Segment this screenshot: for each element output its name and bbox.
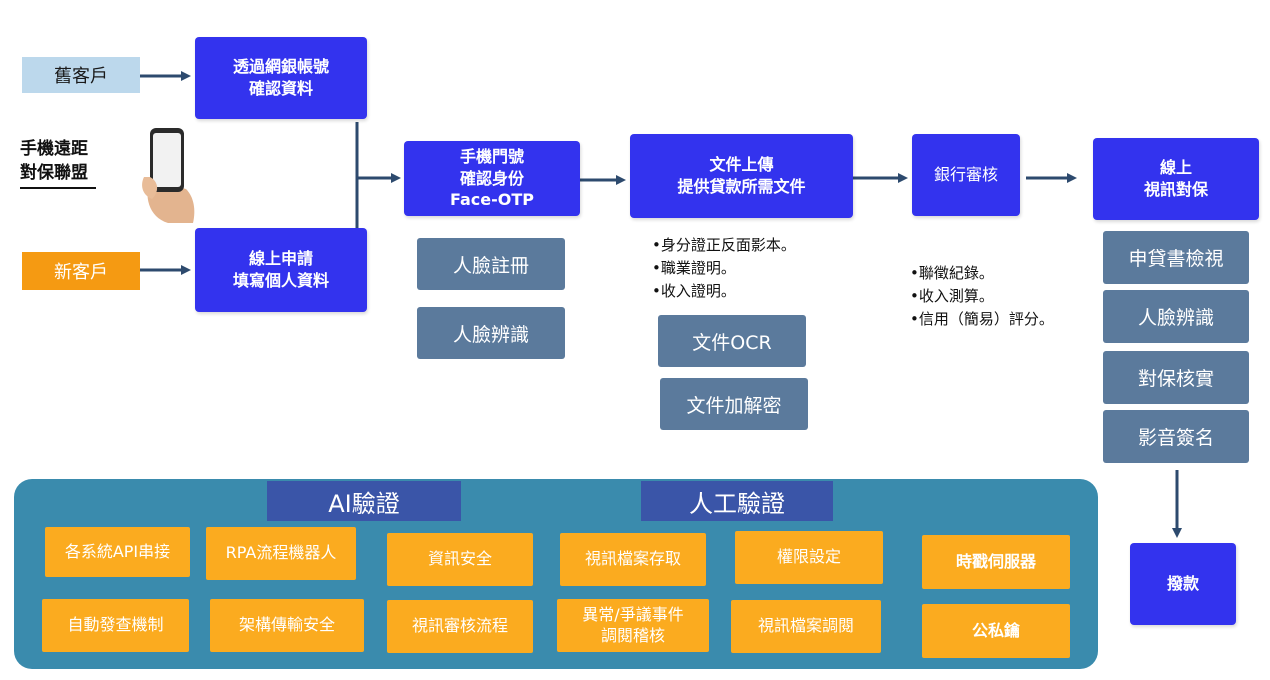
- verification-item-permission-settings: 權限設定: [735, 531, 883, 584]
- disburse-step: 撥款: [1130, 543, 1236, 625]
- document-sub-encryption: 文件加解密: [660, 378, 808, 430]
- bank-review-step: 銀行審核: [912, 134, 1020, 216]
- identity-sub-face-recognition: 人臉辨識: [417, 307, 565, 359]
- mobile-alliance-label: 手機遠距 對保聯盟: [20, 139, 88, 183]
- verification-item-video-review-flow: 視訊審核流程: [387, 600, 533, 653]
- netbank-verify-step: 透過網銀帳號 確認資料: [195, 37, 367, 119]
- document-requirement-item: •身分證正反面影本。: [652, 236, 796, 254]
- video-guarantee-step: 線上 視訊對保: [1093, 138, 1259, 220]
- ai-verification-title: AI驗證: [267, 481, 461, 521]
- verification-item-video-file-retrieval: 視訊檔案調閱: [731, 600, 881, 653]
- verification-panel: [14, 479, 1098, 669]
- document-requirement-item: •職業證明。: [652, 259, 736, 277]
- identity-verify-step: 手機門號 確認身份 Face-OTP: [404, 141, 580, 216]
- document-requirement-item: •收入證明。: [652, 282, 736, 300]
- document-requirements-list: •身分證正反面影本。 •職業證明。 •收入證明。: [652, 234, 796, 303]
- verification-item-auto-query: 自動發查機制: [42, 599, 189, 652]
- new-customer-box: 新客戶: [22, 252, 140, 290]
- verification-item-video-file-access: 視訊檔案存取: [560, 533, 706, 586]
- old-customer-label: 舊客戶: [54, 66, 108, 87]
- verification-item-incident-audit: 異常/爭議事件 調閱稽核: [557, 599, 709, 652]
- new-customer-label: 新客戶: [54, 262, 108, 283]
- review-criteria-item: •聯徵紀錄。: [910, 264, 994, 282]
- identity-sub-face-register: 人臉註冊: [417, 238, 565, 290]
- review-criteria-item: •收入測算。: [910, 287, 994, 305]
- document-sub-ocr: 文件OCR: [658, 315, 806, 367]
- verification-item-rpa-robot: RPA流程機器人: [206, 527, 356, 580]
- old-customer-box: 舊客戶: [22, 57, 140, 93]
- review-criteria-item: •信用（簡易）評分。: [910, 310, 1054, 328]
- review-criteria-list: •聯徵紀錄。 •收入測算。 •信用（簡易）評分。: [910, 262, 1054, 331]
- verification-item-timestamp-server: 時戳伺服器: [922, 535, 1070, 589]
- document-upload-step: 文件上傳 提供貸款所需文件: [630, 134, 853, 218]
- video-sub-av-signature: 影音簽名: [1103, 410, 1249, 463]
- video-sub-application-review: 申貸書檢視: [1103, 231, 1249, 284]
- video-sub-face-recognition: 人臉辨識: [1103, 290, 1249, 343]
- mobile-alliance-underline: [20, 187, 96, 189]
- phone-in-hand-icon: [142, 128, 195, 223]
- verification-item-info-security: 資訊安全: [387, 533, 533, 586]
- verification-item-key-pair: 公私鑰: [922, 604, 1070, 658]
- verification-item-api-integration: 各系統API串接: [45, 527, 190, 577]
- video-sub-guarantee-check: 對保核實: [1103, 351, 1249, 404]
- online-apply-step: 線上申請 填寫個人資料: [195, 228, 367, 312]
- verification-item-transfer-security: 架構傳輸安全: [210, 599, 364, 652]
- manual-verification-title: 人工驗證: [641, 481, 833, 521]
